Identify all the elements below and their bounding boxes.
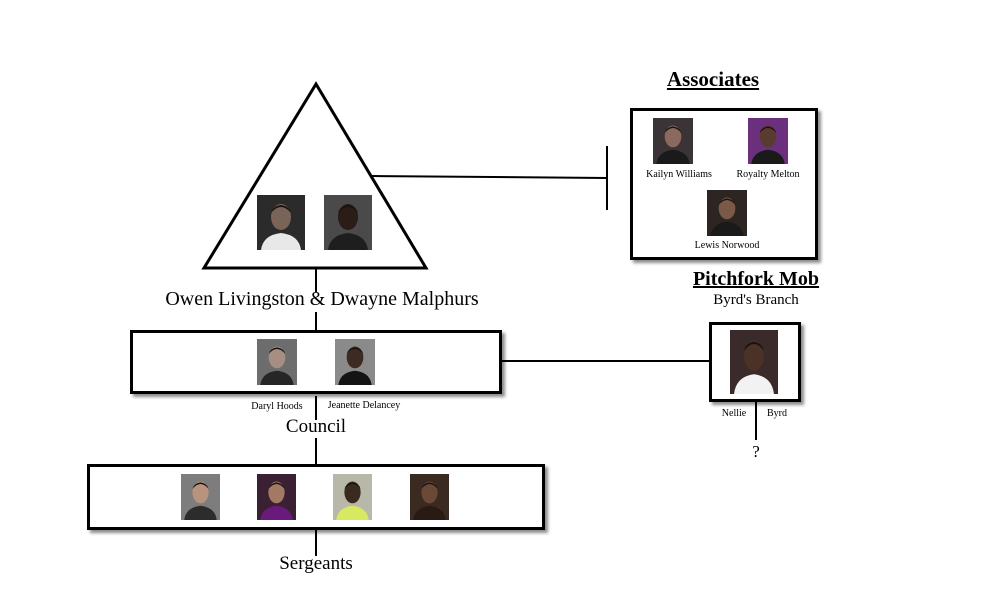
member-name: Kailyn Williams [646, 169, 712, 180]
sergeants-caption: Sergeants [279, 553, 353, 574]
member-name: Jeanette Delancey [327, 400, 401, 411]
person-photo-icon [181, 474, 220, 520]
associates-title: Associates [666, 67, 760, 91]
pitchfork-title: Pitchfork Mob [692, 268, 820, 290]
member-name: Royalty Melton [736, 169, 800, 180]
person-photo-icon [333, 474, 372, 520]
person-photo-icon [257, 195, 305, 250]
pitchfork-name-last: Byrd [767, 408, 787, 419]
person-photo-icon [257, 474, 296, 520]
person-photo-icon [257, 339, 297, 385]
pitchfork-name-first: Nellie [721, 408, 747, 419]
member-name: Lewis Norwood [694, 240, 760, 251]
person-photo-icon [410, 474, 449, 520]
person-photo-icon [707, 190, 747, 236]
leaders-caption: Owen Livingston & Dwayne Malphurs [165, 288, 479, 310]
pitchfork-unknown: ? [752, 442, 760, 461]
pitchfork-subtitle: Byrd's Branch [713, 292, 799, 308]
person-photo-icon [335, 339, 375, 385]
person-photo-icon [653, 118, 693, 164]
member-name: Daryl Hoods [251, 401, 303, 412]
person-photo-icon [324, 195, 372, 250]
sergeants-box [87, 464, 545, 530]
person-photo-icon [730, 330, 778, 394]
council-box [130, 330, 502, 394]
person-photo-icon [748, 118, 788, 164]
council-caption: Council [285, 416, 347, 437]
